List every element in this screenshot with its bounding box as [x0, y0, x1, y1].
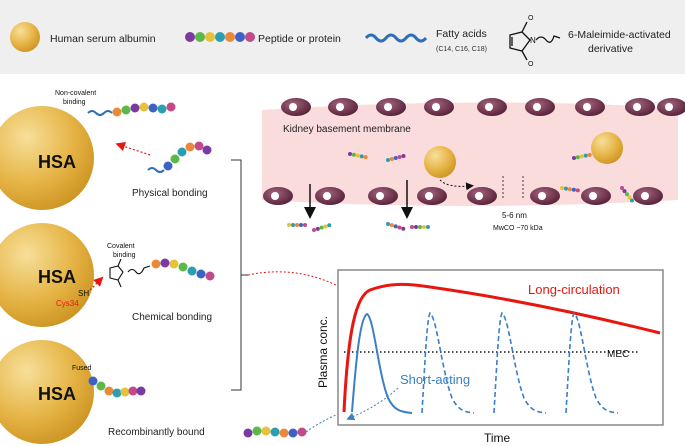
small-peptide [348, 152, 368, 160]
albumin-retained-arrow [439, 179, 474, 191]
noncovalent-label-2: binding [63, 99, 86, 106]
covalent-label-1: Covalent [107, 243, 135, 250]
physical-bonding-label: Physical bonding [132, 188, 208, 199]
maleimide-nitrogen: N [530, 36, 536, 45]
short-acting-pointer [346, 387, 399, 421]
legend-bar: Human serum albumin Peptide or protein F… [0, 0, 685, 74]
strategy-bracket [231, 159, 242, 391]
membrane-band [262, 102, 678, 206]
y-axis-label: Plasma conc. [316, 316, 330, 388]
small-peptide [386, 154, 406, 162]
long-circulation-curve [342, 282, 661, 413]
maleimide-linker [109, 258, 151, 288]
short-acting-redose-curve [493, 311, 547, 414]
albumin-in-blood-1 [424, 146, 456, 178]
kidney-membrane-title: Kidney basement membrane [283, 124, 411, 135]
x-axis-label: Time [484, 431, 511, 445]
hsa-label-physical: HSA [38, 152, 76, 172]
maleimide-structure-icon [509, 21, 561, 61]
kidney-cell [525, 98, 555, 116]
kidney-cell [581, 187, 611, 205]
small-peptide [620, 186, 634, 203]
small-peptide [287, 223, 307, 227]
short-acting-curve [351, 312, 413, 414]
peptide-legend-label: Peptide or protein [258, 33, 341, 45]
free-fatty-acid [147, 167, 165, 173]
covalent-label-2: binding [113, 252, 136, 259]
short-acting-redose-curve [421, 311, 475, 414]
sh-group-label: SH [78, 289, 89, 298]
kidney-cell [315, 187, 345, 205]
small-peptide [312, 223, 332, 232]
maleimide-oxygen-top: O [528, 15, 534, 22]
kidney-cell [575, 98, 605, 116]
bottom-cell-row [263, 187, 663, 205]
kidney-membrane-panel: Kidney basement membrane 5-6 nm MwCO ~70… [262, 98, 685, 232]
chemical-bonding-label: Chemical bonding [132, 312, 212, 323]
maleimide-legend-label-1: 6-Maleimide-activated [568, 29, 671, 41]
binding-arrow-physical [115, 141, 151, 156]
bound-fatty-acid [87, 110, 113, 116]
cys34-label: Cys34 [56, 299, 79, 308]
pk-chart: MEC Long-circulation Short-acting Plasma… [243, 269, 664, 445]
hsa-sphere-physical [0, 106, 94, 210]
fatty-acid-legend-label: Fatty acids [436, 28, 487, 40]
free-peptide-physical [163, 141, 212, 171]
fatty-acid-legend-icon [364, 33, 428, 43]
kidney-cell [417, 187, 447, 205]
mec-label: MEC [607, 349, 629, 360]
short-acting-redose-curve [565, 311, 619, 414]
chemical-bonding-panel: HSA SH Cys34 Covalent binding Chemical b… [0, 223, 215, 327]
recombinant-panel: HSA Fused Recombinantly bound [0, 340, 205, 444]
kidney-cell [424, 98, 454, 116]
hsa-label-recombinant: HSA [38, 384, 76, 404]
small-peptide [560, 186, 580, 193]
kidney-cell [530, 187, 560, 205]
chart-frame [337, 269, 664, 426]
kidney-cell [467, 187, 497, 205]
fused-label: Fused [72, 365, 92, 372]
recombinant-label: Recombinantly bound [108, 427, 205, 438]
small-peptide [410, 225, 430, 229]
top-cell-row [281, 98, 685, 116]
albumin-legend-label: Human serum albumin [50, 33, 156, 45]
hsa-sphere-recombinant [0, 340, 94, 444]
kidney-cell [633, 187, 663, 205]
kidney-cell [477, 98, 507, 116]
albumin-legend-icon [10, 22, 40, 52]
kidney-cell [657, 98, 685, 116]
kidney-cell [376, 98, 406, 116]
small-peptide [572, 152, 592, 160]
hsa-sphere-chemical [0, 223, 94, 327]
hsa-label-chemical: HSA [38, 267, 76, 287]
small-peptide [386, 222, 406, 231]
kidney-cell [328, 98, 358, 116]
short-acting-label: Short-acting [400, 372, 470, 387]
maleimide-legend-label-2: derivative [588, 43, 633, 55]
maleimide-oxygen-bottom: O [528, 61, 534, 68]
kidney-cell [263, 187, 293, 205]
free-peptide-bottom [243, 426, 307, 438]
kidney-cell [281, 98, 311, 116]
pore-size-label: 5-6 nm [502, 211, 527, 220]
free-peptide-connector [305, 414, 337, 433]
mwco-label: MwCO ~70 kDa [493, 225, 543, 232]
kidney-cell [625, 98, 655, 116]
peptide-legend-icon [185, 32, 255, 42]
long-circulation-label: Long-circulation [528, 282, 620, 297]
small-peptides [287, 152, 634, 232]
fused-peptide [88, 376, 146, 398]
physical-bonding-panel: HSA Non-covalent binding Physical bondin… [0, 90, 212, 210]
albumin-in-blood-2 [591, 132, 623, 164]
maleimide-peptide [151, 258, 215, 281]
kidney-cell [368, 187, 398, 205]
noncovalent-label-1: Non-covalent [55, 90, 96, 97]
bound-peptide-top [112, 102, 176, 117]
fatty-acid-chain-lengths: (C14, C16, C18) [436, 46, 487, 53]
